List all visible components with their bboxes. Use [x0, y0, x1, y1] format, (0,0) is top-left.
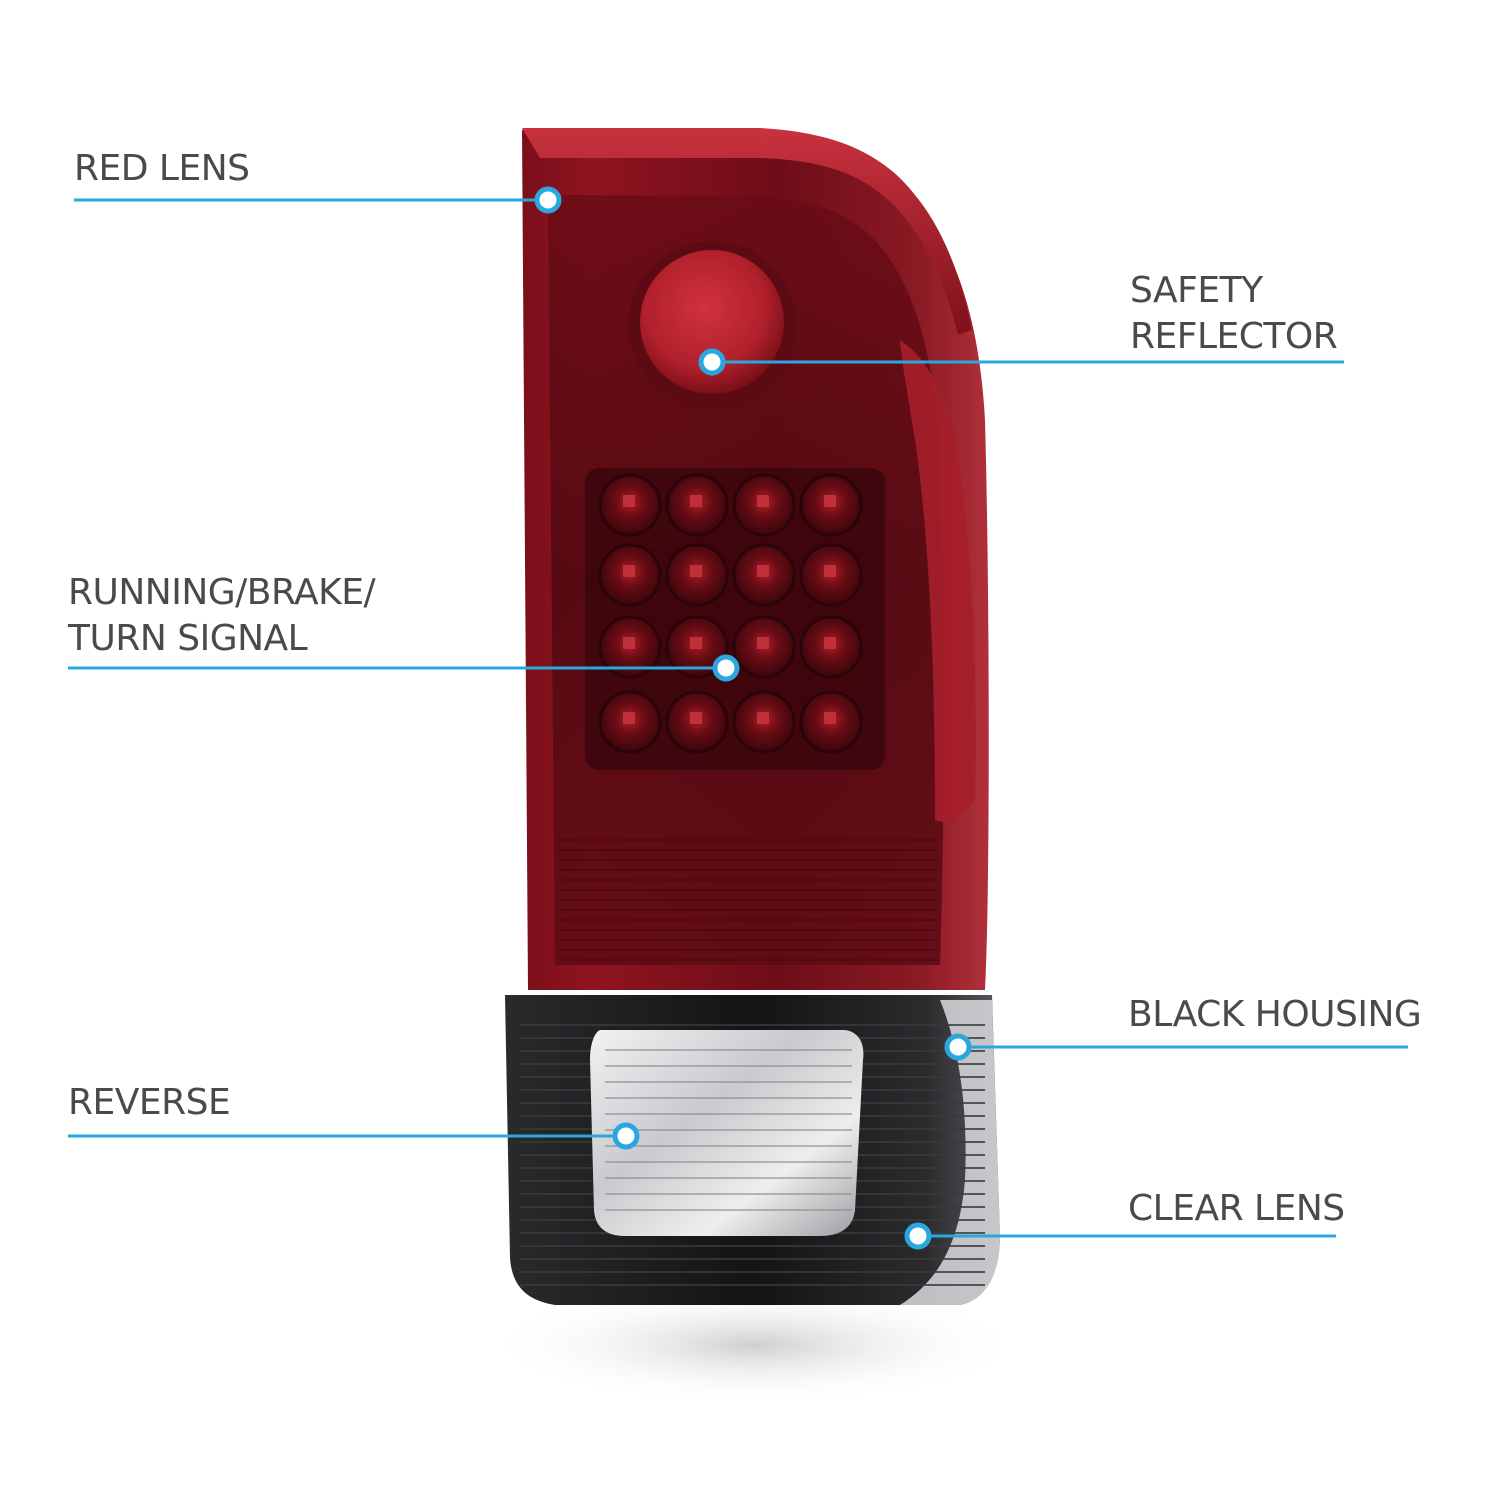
label-clear-lens-line-1: CLEAR LENS [1128, 1188, 1345, 1229]
label-reverse-line-1: REVERSE [68, 1082, 231, 1123]
side-reflector-strip [900, 340, 976, 822]
led-chip [623, 565, 635, 577]
reverse-lens-ribs [605, 1049, 852, 1211]
label-safety-reflector: SAFETY REFLECTOR [1130, 268, 1338, 360]
floor-shadow [485, 1285, 1025, 1405]
safety-reflector-face [640, 250, 784, 394]
led-chip [757, 565, 769, 577]
led-chip [757, 712, 769, 724]
led-frame [585, 468, 885, 770]
label-running-brake-turn: RUNNING/BRAKE/ TURN SIGNAL [68, 570, 376, 662]
callout-dot-black-housing [944, 1033, 972, 1061]
led-grid [598, 473, 863, 754]
label-running-brake-turn-line-1: RUNNING/BRAKE/ [68, 572, 376, 613]
label-safety-reflector-line-2: REFLECTOR [1130, 316, 1338, 357]
label-black-housing-line-1: BLACK HOUSING [1128, 994, 1422, 1035]
led-chip [690, 565, 702, 577]
led-chip [824, 637, 836, 649]
led-chip [757, 495, 769, 507]
top-rim [522, 128, 972, 335]
led-chip [690, 712, 702, 724]
led-chip [824, 565, 836, 577]
label-safety-reflector-line-1: SAFETY [1130, 270, 1263, 311]
label-reverse: REVERSE [68, 1080, 231, 1126]
led-chip [623, 495, 635, 507]
led-chip [757, 637, 769, 649]
led-chip [623, 712, 635, 724]
callout-dot-running-brake-turn [712, 654, 740, 682]
label-red-lens: RED LENS [74, 146, 250, 192]
label-black-housing: BLACK HOUSING [1128, 992, 1422, 1038]
label-clear-lens: CLEAR LENS [1128, 1186, 1345, 1232]
callout-dot-safety-reflector [698, 348, 726, 376]
label-running-brake-turn-line-2: TURN SIGNAL [68, 618, 308, 659]
led-chip [690, 495, 702, 507]
led-chip [824, 495, 836, 507]
red-lens-ribs [560, 839, 938, 961]
led-chip [690, 637, 702, 649]
label-red-lens-line-1: RED LENS [74, 148, 250, 189]
callout-dot-clear-lens [904, 1222, 932, 1250]
led-chip [824, 712, 836, 724]
callout-lines [68, 186, 1408, 1250]
callout-dot-reverse [612, 1122, 640, 1150]
led-chip [623, 637, 635, 649]
callout-dot-red-lens [534, 186, 562, 214]
